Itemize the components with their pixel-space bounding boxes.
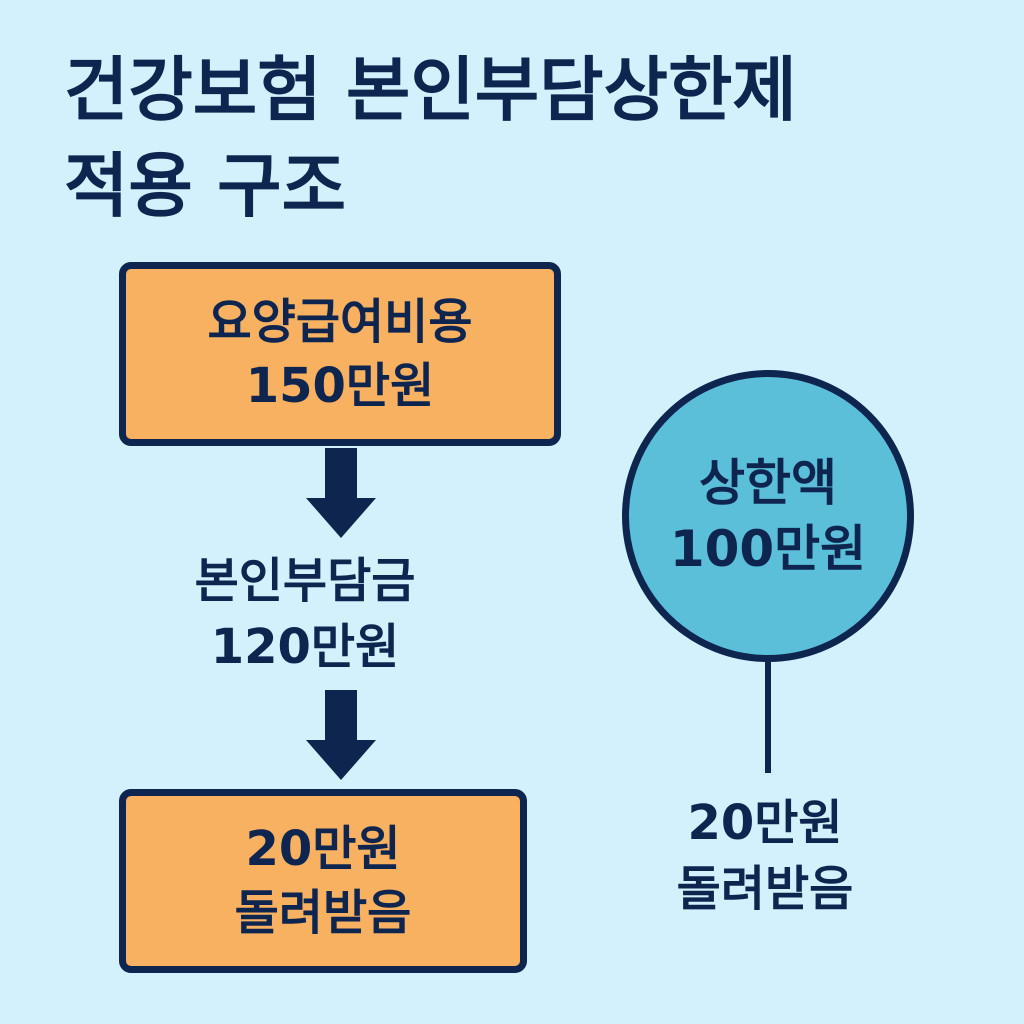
title-line-2: 적용 구조 <box>64 145 346 227</box>
title-line-1: 건강보험 본인부담상한제 <box>64 49 797 131</box>
refund-box: 20만원 돌려받음 <box>119 789 527 973</box>
down-arrow-1 <box>306 448 376 538</box>
out-of-pocket-amount: 120만원 <box>210 619 400 675</box>
down-arrow-2 <box>306 690 376 780</box>
refund-amount: 20만원 <box>245 821 401 877</box>
refund-right-amount: 20만원 <box>687 795 843 851</box>
out-of-pocket-label: 본인부담금 <box>194 553 416 609</box>
medical-cost-amount: 150만원 <box>245 358 435 414</box>
cap-label: 상한액 <box>699 454 837 512</box>
cap-amount: 100만원 <box>669 520 867 578</box>
out-of-pocket-text: 본인부담금 120만원 <box>140 548 470 680</box>
refund-right-text: 20만원 돌려받음 <box>620 790 910 922</box>
refund-label: 돌려받음 <box>234 885 412 941</box>
refund-right-label: 돌려받음 <box>676 861 854 917</box>
page-title: 건강보험 본인부담상한제 적용 구조 <box>64 42 984 234</box>
medical-cost-label: 요양급여비용 <box>207 294 473 350</box>
cap-circle: 상한액 100만원 <box>622 370 914 662</box>
medical-cost-box: 요양급여비용 150만원 <box>119 262 561 446</box>
